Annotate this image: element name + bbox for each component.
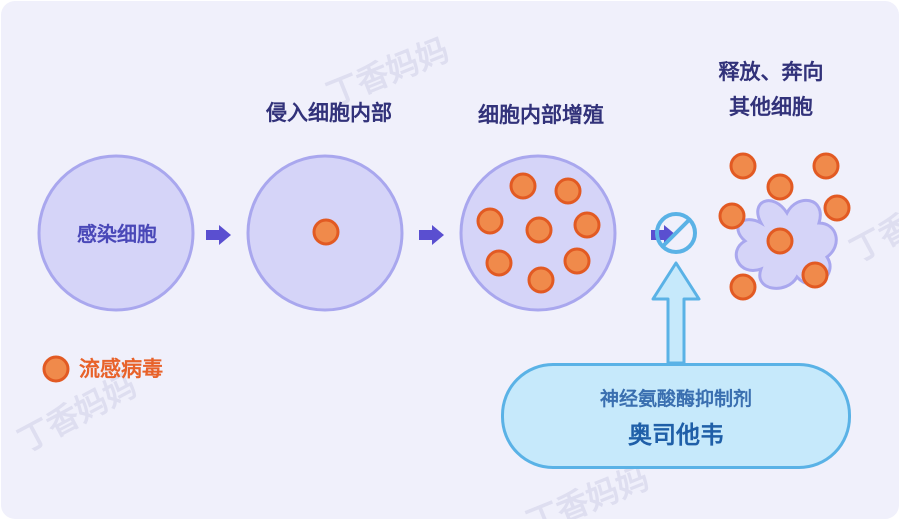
infected-cell-label: 感染细胞 bbox=[77, 222, 157, 246]
virus-dot bbox=[476, 207, 504, 235]
legend-virus-icon bbox=[42, 355, 70, 383]
virus-dot bbox=[312, 218, 340, 246]
virus-dot bbox=[801, 261, 829, 289]
step4-label-line1: 释放、奔向 bbox=[718, 60, 824, 84]
virus-dot bbox=[766, 173, 794, 201]
virus-dot bbox=[729, 273, 757, 301]
drug-name-label: 奥司他韦 bbox=[628, 421, 724, 449]
step3-label: 细胞内部增殖 bbox=[478, 103, 604, 127]
virus-dot bbox=[525, 216, 553, 244]
infected-cell bbox=[37, 154, 195, 312]
step4-label-line2: 其他细胞 bbox=[729, 95, 813, 119]
drug-class-label: 神经氨酸酶抑制剂 bbox=[599, 388, 752, 410]
drug-box: 神经氨酸酶抑制剂 奥司他韦 bbox=[501, 363, 851, 469]
virus-dot bbox=[554, 177, 582, 205]
legend-label: 流感病毒 bbox=[79, 357, 163, 381]
arrow-1 bbox=[206, 225, 231, 245]
virus-dot bbox=[718, 202, 746, 230]
step2-label: 侵入细胞内部 bbox=[266, 101, 392, 125]
virus-dot bbox=[823, 194, 851, 222]
virus-dot bbox=[527, 266, 555, 294]
arrow-2 bbox=[419, 225, 444, 245]
virus-dot bbox=[729, 152, 757, 180]
virus-dot bbox=[812, 152, 840, 180]
virus-dot bbox=[563, 247, 591, 275]
virus-dot bbox=[509, 172, 537, 200]
virus-dot bbox=[766, 227, 794, 255]
virus-dot bbox=[485, 249, 513, 277]
inhibit-arrow bbox=[651, 261, 701, 365]
virus-dot bbox=[573, 211, 601, 239]
block-icon bbox=[655, 212, 697, 254]
